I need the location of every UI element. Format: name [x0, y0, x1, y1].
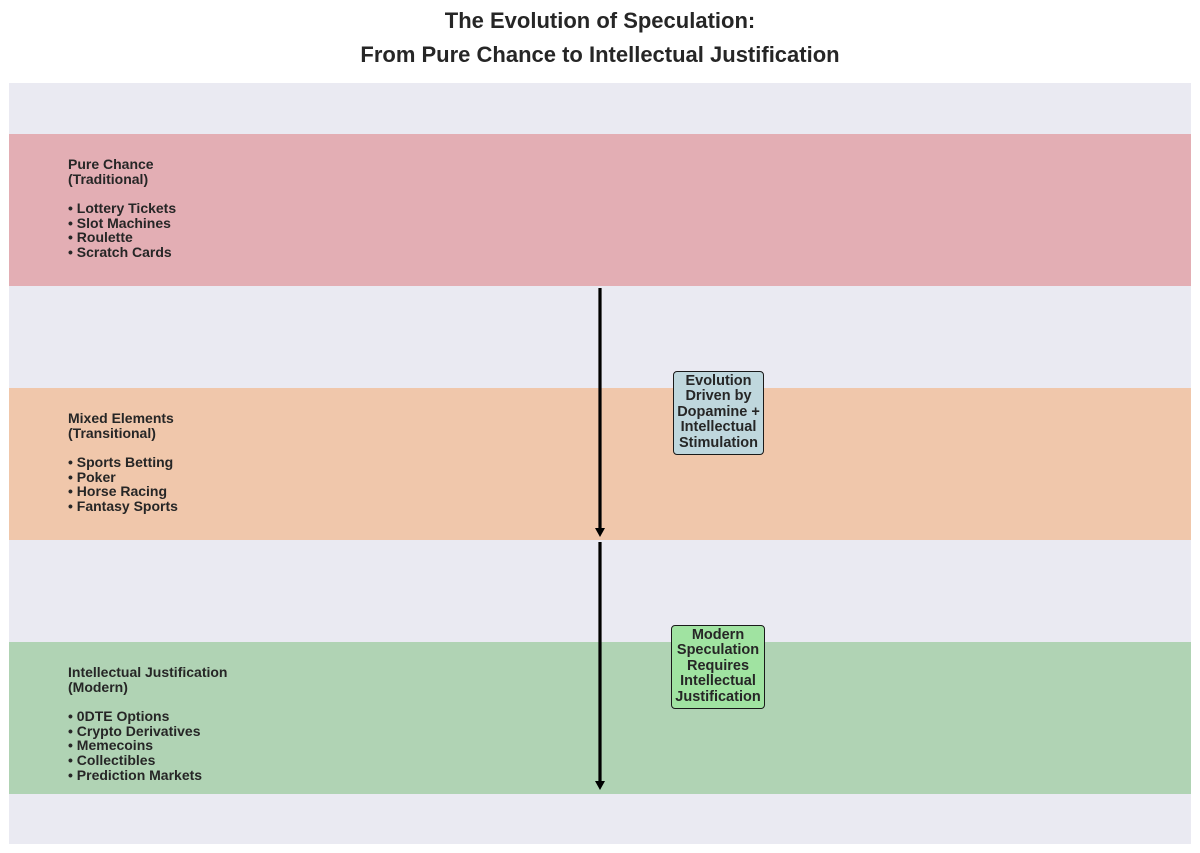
callout-line: Intellectual [680, 673, 756, 690]
stage-text-mixed-elements: Mixed Elements (Transitional) • Sports B… [68, 411, 178, 514]
stage-text-intellectual-justification: Intellectual Justification (Modern) • 0D… [68, 665, 227, 783]
stage-item-list: • Sports Betting • Poker • Horse Racing … [68, 455, 178, 514]
stage-subtitle: (Transitional) [68, 424, 156, 441]
callout-evolution-driver: Evolution Driven by Dopamine + Intellect… [673, 371, 764, 455]
stage-name: Mixed Elements [68, 410, 174, 426]
stage-item: • Poker [68, 468, 116, 485]
stage-item: • Horse Racing [68, 483, 168, 500]
stage-subtitle: (Modern) [68, 678, 128, 695]
callout-line: Evolution [685, 373, 752, 389]
title-line-1: The Evolution of Speculation: [444, 8, 756, 33]
spacer [68, 694, 227, 709]
callout-line: Speculation [676, 642, 760, 659]
stage-name: Intellectual Justification [68, 664, 228, 680]
stage-item: • Slot Machines [68, 214, 171, 231]
stage-band-mixed-elements: Mixed Elements (Transitional) • Sports B… [9, 388, 1191, 540]
callout-line: Requires [686, 657, 750, 674]
diagram-title: The Evolution of Speculation: From Pure … [0, 4, 1200, 72]
callout-line: Driven by [685, 388, 752, 405]
spacer [68, 440, 178, 455]
callout-line: Stimulation [679, 434, 758, 451]
title-line-2: From Pure Chance to Intellectual Justifi… [360, 42, 840, 67]
stage-item: • Crypto Derivatives [68, 722, 201, 739]
stage-item: • Collectibles [68, 752, 156, 769]
stage-item: • 0DTE Options [68, 708, 170, 724]
callout-line: Intellectual [680, 419, 757, 436]
stage-band-pure-chance: Pure Chance (Traditional) • Lottery Tick… [9, 134, 1191, 286]
stage-item: • Prediction Markets [68, 766, 203, 783]
stage-name: Pure Chance [68, 156, 154, 172]
stage-item: • Memecoins [68, 737, 154, 754]
stage-subtitle: (Traditional) [68, 170, 149, 187]
stage-item: • Lottery Tickets [68, 200, 177, 216]
stage-item-list: • 0DTE Options • Crypto Derivatives • Me… [68, 709, 227, 783]
callout-line: Justification [675, 688, 761, 705]
stage-text-pure-chance: Pure Chance (Traditional) • Lottery Tick… [68, 157, 176, 260]
stage-item: • Sports Betting [68, 454, 174, 470]
stage-item: • Fantasy Sports [68, 498, 178, 515]
callout-line: Modern [691, 627, 745, 643]
spacer [68, 186, 176, 201]
stage-item-list: • Lottery Tickets • Slot Machines • Roul… [68, 201, 176, 260]
callout-modern-speculation: Modern Speculation Requires Intellectual… [671, 625, 765, 709]
stage-item: • Scratch Cards [68, 244, 172, 261]
callout-line: Dopamine + [677, 403, 760, 420]
stage-band-intellectual-justification: Intellectual Justification (Modern) • 0D… [9, 642, 1191, 794]
stage-item: • Roulette [68, 229, 133, 246]
